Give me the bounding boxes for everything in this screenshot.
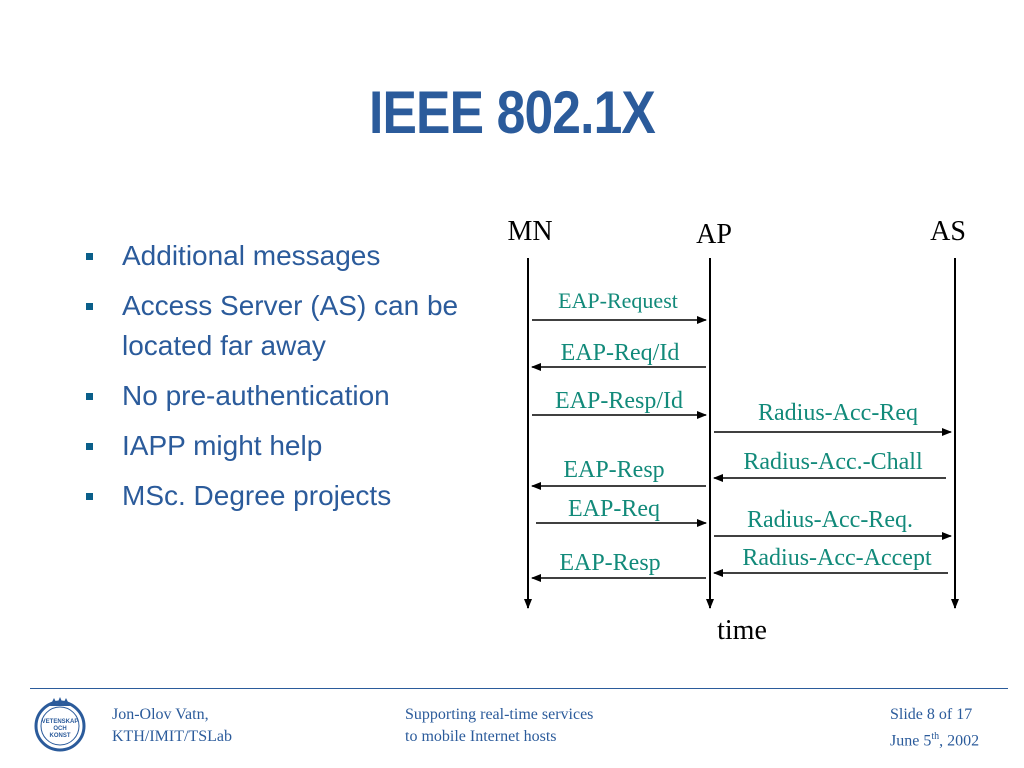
message-label: EAP-Resp xyxy=(559,550,660,576)
bullet-square-icon xyxy=(86,253,93,260)
footer-divider xyxy=(30,688,1008,689)
footer-date-suffix: , 2002 xyxy=(939,732,980,750)
entity-label-as: AS xyxy=(930,216,966,247)
footer-date-ordinal: th xyxy=(931,731,940,742)
logo-text-line: VETENSKAP xyxy=(42,719,79,725)
kth-seal-icon: VETENSKAP OCH KONST xyxy=(34,697,86,752)
bullet-square-icon xyxy=(86,303,93,310)
bullet-item: No pre-authentication xyxy=(82,376,462,416)
footer-date: June 5th, 2002 xyxy=(890,726,979,752)
slide-title: IEEE 802.1X xyxy=(368,79,656,146)
bullet-square-icon xyxy=(86,443,93,450)
bullet-square-icon xyxy=(86,493,93,500)
footer-date-prefix: June 5 xyxy=(890,732,932,750)
message-label: EAP-Resp/Id xyxy=(555,388,683,414)
entity-label-ap: AP xyxy=(696,219,732,250)
bullet-text: IAPP might help xyxy=(122,430,323,461)
message-label: EAP-Req/Id xyxy=(561,340,680,366)
footer-author-name: Jon-Olov Vatn, xyxy=(112,706,209,723)
message-label: EAP-Request xyxy=(558,288,678,313)
bullet-text: Additional messages xyxy=(122,240,381,271)
footer-topic-line: to mobile Internet hosts xyxy=(405,728,557,745)
footer-slide-info: Slide 8 of 17 June 5th, 2002 xyxy=(890,704,979,752)
bullet-item: IAPP might help xyxy=(82,426,462,466)
footer-author: Jon-Olov Vatn, KTH/IMIT/TSLab xyxy=(112,704,232,748)
footer-topic-line: Supporting real-time services xyxy=(405,706,594,723)
footer-slide-number: Slide 8 of 17 xyxy=(890,706,973,723)
message-label: Radius-Acc-Req. xyxy=(747,507,913,533)
time-axis-label: time xyxy=(717,615,767,646)
bullet-item: Additional messages xyxy=(82,236,462,276)
bullet-item: Access Server (AS) can be located far aw… xyxy=(82,286,462,366)
message-label: EAP-Req xyxy=(568,496,660,522)
logo-text-line: KONST xyxy=(50,733,71,739)
entity-label-mn: MN xyxy=(507,216,552,247)
message-label: Radius-Acc-Req xyxy=(758,400,918,426)
logo-text-line: OCH xyxy=(53,726,66,732)
bullet-item: MSc. Degree projects xyxy=(82,476,462,516)
bullet-text: MSc. Degree projects xyxy=(122,480,392,511)
bullet-list: Additional messages Access Server (AS) c… xyxy=(82,236,462,526)
footer-topic: Supporting real-time services to mobile … xyxy=(405,704,593,748)
message-label: Radius-Acc-Accept xyxy=(742,545,932,571)
message-label: Radius-Acc.-Chall xyxy=(743,449,923,475)
footer-author-affiliation: KTH/IMIT/TSLab xyxy=(112,728,232,745)
message-label: EAP-Resp xyxy=(563,457,664,483)
bullet-square-icon xyxy=(86,393,93,400)
bullet-text: Access Server (AS) can be located far aw… xyxy=(122,290,459,361)
bullet-text: No pre-authentication xyxy=(122,380,390,411)
